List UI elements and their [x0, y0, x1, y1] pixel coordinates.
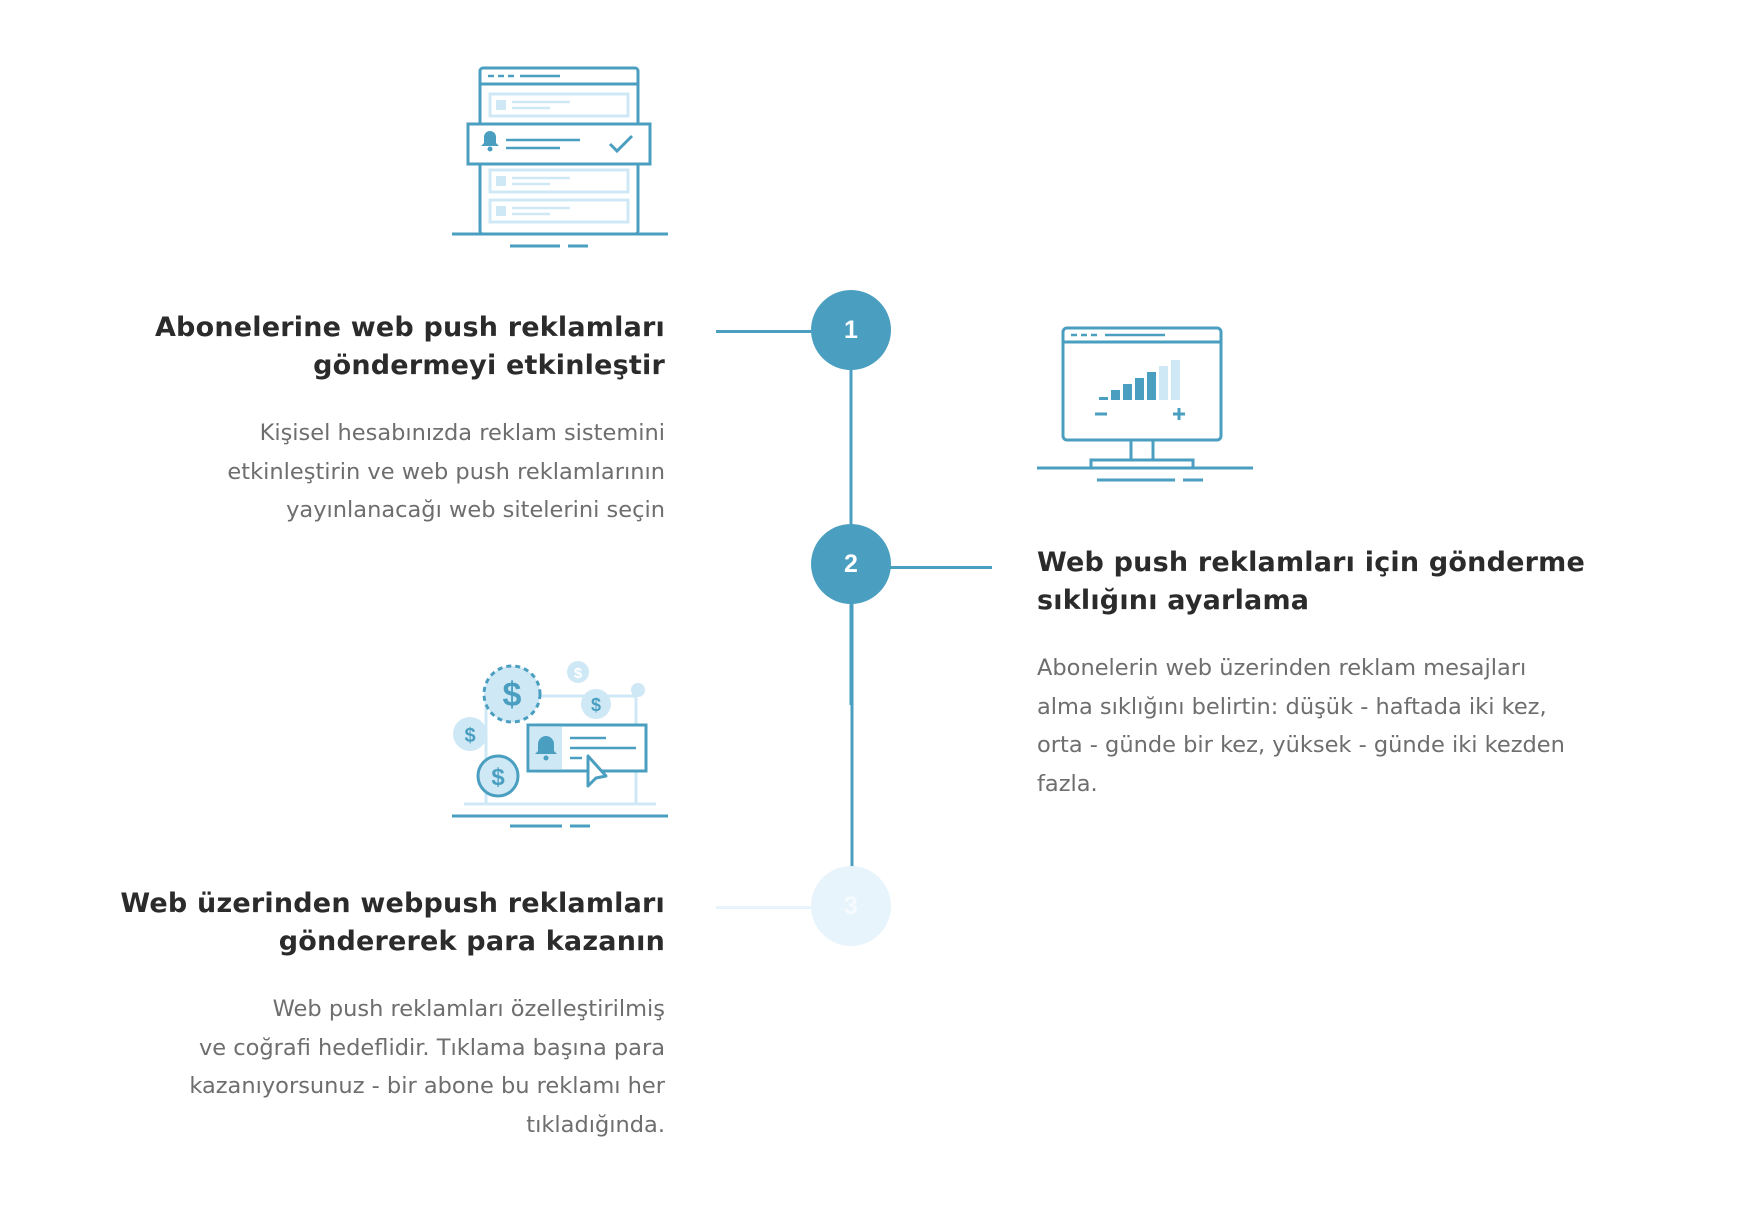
step-3-desc-line3: kazanıyorsunuz - bir abone bu reklamı he…: [189, 1073, 665, 1099]
step-3-desc-line4: tıkladığında.: [526, 1111, 665, 1138]
svg-text:$: $: [591, 695, 601, 715]
step-1-desc-line2: etkinleştirin ve web push reklamlarının: [227, 458, 665, 485]
step-1-title: Abonelerine web push reklamları gönderme…: [155, 309, 665, 385]
step-1-connector: [716, 330, 814, 333]
step-3-title-line1: Web üzerinden webpush reklamları: [120, 888, 665, 919]
step-1-desc-line1: Kişisel hesabınızda reklam sistemini: [259, 420, 665, 446]
step-2-title-line1: Web push reklamları için gönderme: [1037, 547, 1585, 578]
browser-notification-list-icon: [452, 66, 668, 248]
svg-text:$: $: [464, 725, 475, 747]
step-1-desc-line3: yayınlanacağı web sitelerini seçin: [286, 497, 665, 523]
step-1-title-line1: Abonelerine web push reklamları: [154, 312, 665, 343]
step-2-title-line2: sıklığını ayarlama: [1037, 585, 1310, 616]
step-3-title: Web üzerinden webpush reklamları göndere…: [120, 885, 665, 961]
step-3-desc-line2: ve coğrafi hedeflidir. Tıklama başına pa…: [198, 1034, 665, 1061]
step-2-desc-line3: orta - günde bir kez, yüksek - günde iki…: [1037, 732, 1565, 758]
step-2-desc-line1: Abonelerin web üzerinden reklam mesajlar…: [1037, 655, 1527, 681]
laptop-money-icon: $ $ $ $ $: [452, 661, 668, 828]
step-2-desc-line4: fazla.: [1037, 770, 1098, 797]
svg-text:$: $: [491, 764, 505, 791]
step-2-connector: [888, 566, 992, 569]
step-2-desc-line2: alma sıklığını belirtin: düşük - haftada…: [1037, 693, 1547, 720]
monitor-frequency-icon: [1037, 326, 1253, 482]
step-2-title: Web push reklamları için gönderme sıklığ…: [1037, 544, 1585, 620]
step-3-desc-line1: Web push reklamları özelleştirilmiş: [272, 996, 665, 1022]
step-3-title-line2: göndererek para kazanın: [278, 926, 665, 957]
step-3-connector: [716, 906, 814, 909]
svg-text:$: $: [503, 676, 522, 714]
step-1-description: Kişisel hesabınızda reklam sistemini etk…: [227, 414, 665, 530]
step-1-title-line2: göndermeyi etkinleştir: [313, 350, 665, 381]
step-3-description: Web push reklamları özelleştirilmiş ve c…: [189, 990, 665, 1144]
step-1-number: 1: [811, 290, 891, 370]
step-2-description: Abonelerin web üzerinden reklam mesajlar…: [1037, 649, 1565, 803]
step-3-number: 3: [811, 866, 891, 946]
step-2-number: 2: [811, 524, 891, 604]
svg-text:$: $: [574, 665, 583, 682]
